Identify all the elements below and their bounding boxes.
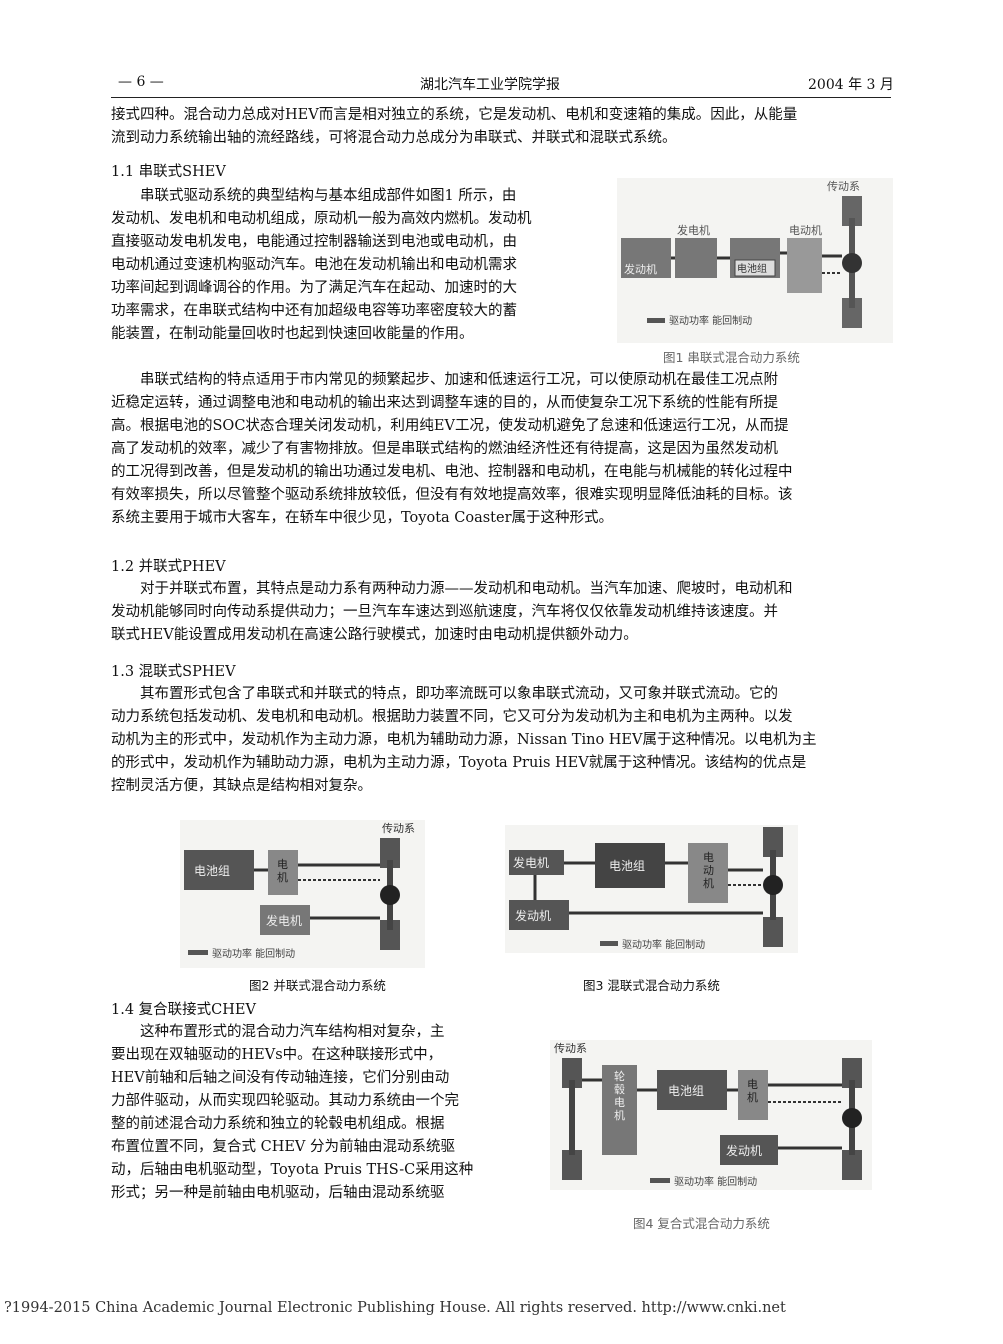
figure-3-legend: 驱动功率 能回制动: [600, 935, 780, 953]
legend-text: 驱动功率 能回制动: [674, 1175, 757, 1188]
label-drivetrain: 传动系: [827, 180, 860, 193]
generator-block: [260, 905, 310, 935]
section-1-2-paragraph: 对于并联式布置，其特点是动力系有两种动力源——发动机和电动机。当汽车加速、爬坡时…: [111, 578, 891, 647]
text-line: 发动机能够同时向传动系提供动力；一旦汽车车速达到巡航速度，汽车将仅仅依靠发动机维…: [111, 604, 778, 620]
copyright-footer: ?1994-2015 China Academic Journal Electr…: [4, 1300, 786, 1316]
section-1-3-paragraph: 其布置形式包含了串联式和并联式的特点，即功率流既可以象串联式流动，又可象并联式流…: [111, 683, 891, 798]
label-drivetrain: 传动系: [382, 822, 415, 835]
text-line: 联式HEV能设置成用发动机在高速公路行驶模式，加速时由电动机提供额外动力。: [111, 627, 638, 643]
text-line: 动，后轴由电机驱动型，Toyota Pruis THS-C采用这种: [111, 1162, 474, 1178]
text-line: HEV前轴和后轴之间没有传动轴连接，它们分别由动: [111, 1070, 450, 1086]
text-line: 系统主要用于城市大客车，在轿车中很少见，Toyota Coaster属于这种形式…: [111, 510, 614, 526]
text-line: 串联式驱动系统的典型结构与基本组成部件如图1 所示，由: [140, 188, 517, 204]
section-1-4-title: 1.4 复合联接式CHEV: [111, 1002, 256, 1018]
figure-2-caption: 图2 并联式混合动力系统: [249, 978, 386, 993]
text-line: 发动机、发电机和电动机组成，原动机一般为高效内燃机。发动机: [111, 211, 532, 227]
hub-motor-block: [602, 1065, 637, 1155]
label-battery: 电池组: [609, 859, 645, 873]
text-line: 高。根据电池的SOC状态合理关闭发动机，利用纯EV工况，使发动机避免了怠速和低速…: [111, 418, 789, 434]
text-line: 功率需求，在串联式结构中还有加超级电容等功率密度较大的蓄: [111, 303, 517, 319]
journal-title: 湖北汽车工业学院学报: [420, 77, 560, 93]
intro-line: 流到动力系统输出轴的流经路线，可将混合动力总成分为串联式、并联式和混联式系统。: [111, 130, 677, 146]
section-1-2-title: 1.2 并联式PHEV: [111, 559, 226, 575]
text-line: 动机为主的形式中，发动机作为主动力源，电机为辅助动力源，Nissan Tino …: [111, 732, 817, 748]
section-1-1-paragraph-2: 串联式结构的特点适用于市内常见的频繁起步、加速和低速运行工况，可以使原动机在最佳…: [111, 369, 891, 530]
label-motor: 电动机: [789, 223, 822, 237]
generator-block: [509, 850, 564, 875]
motor-block: [738, 1070, 768, 1120]
label-hub-motor: 轮毂电机: [614, 1069, 625, 1122]
text-line: 力部件驱动，从而实现四轮驱动。其动力系统由一个完: [111, 1093, 459, 1109]
header-rule: [111, 97, 891, 98]
text-line: 有效率损失，所以尽管整个驱动系统排放较低，但没有有效地提高效率，很难实现明显降低…: [111, 487, 793, 503]
legend-text: 驱动功率 能回制动: [212, 947, 295, 960]
text-line: 形式；另一种是前轴由电机驱动，后轴由混动系统驱: [111, 1185, 445, 1201]
figure-3-diagram: 发电机 电池组 电动机 发动机: [505, 825, 798, 953]
wheel-top: [842, 196, 862, 226]
label-motor: 电动机: [703, 851, 714, 890]
legend-text: 驱动功率 能回制动: [622, 938, 705, 951]
text-line: 串联式结构的特点适用于市内常见的频繁起步、加速和低速运行工况，可以使原动机在最佳…: [140, 372, 778, 388]
figure-1-diagram: 传动系 发动机 发电机 电池组 电动机 驱动功率 能回制动: [617, 178, 893, 343]
motor-block: [688, 843, 728, 903]
label-battery: 电池组: [737, 262, 767, 275]
engine-block: [621, 238, 671, 278]
text-line: 这种布置形式的混合动力汽车结构相对复杂，主: [140, 1024, 445, 1040]
label-engine: 发动机: [726, 1143, 762, 1158]
label-drivetrain: 传动系: [554, 1042, 587, 1055]
text-line: 要出现在双轴驱动的HEVs中。在这种联接形式中，: [111, 1047, 443, 1063]
section-1-1-paragraph: 串联式驱动系统的典型结构与基本组成部件如图1 所示，由 发动机、发电机和电动机组…: [111, 185, 601, 346]
text-line: 的形式中，发动机作为辅助动力源，电机为主动力源，Toyota Pruis HEV…: [111, 755, 807, 771]
text-line: 布置位置不同，复合式 CHEV 分为前轴由混动系统驱: [111, 1139, 456, 1155]
engine-block: [509, 900, 569, 930]
text-line: 直接驱动发电机发电，电能通过控制器输送到电池或电动机，由: [111, 234, 517, 250]
engine-block: [720, 1135, 778, 1165]
figure-4-caption: 图4 复合式混合动力系统: [633, 1216, 770, 1231]
figure-3-caption: 图3 混联式混合动力系统: [583, 978, 720, 993]
intro-paragraph: 接式四种。混合动力总成对HEV而言是相对独立的系统，它是发动机、电机和变速箱的集…: [111, 104, 891, 150]
differential: [842, 253, 862, 273]
text-line: 电动机通过变速机构驱动汽车。电池在发动机输出和电动机需求: [111, 257, 517, 273]
label-engine: 发动机: [624, 262, 657, 276]
legend-text: 驱动功率 能回制动: [669, 314, 752, 327]
figure-2-diagram: 传动系 电池组 电机 发电机 驱动功率 能回制动: [180, 820, 425, 968]
label-generator: 发电机: [513, 855, 549, 870]
section-1-4-paragraph: 这种布置形式的混合动力汽车结构相对复杂，主 要出现在双轴驱动的HEVs中。在这种…: [111, 1021, 501, 1205]
motor-block: [787, 238, 822, 293]
figure-4-diagram: 传动系 轮毂电机 电池组 电机 发动机 驱动功率 能回制动: [550, 1040, 872, 1190]
page-number: — 6 —: [118, 74, 164, 90]
text-line: 功率间起到调峰调谷的作用。为了满足汽车在起动、加速时的大: [111, 280, 517, 296]
label-engine: 发动机: [515, 908, 551, 923]
battery-block: [595, 843, 665, 888]
wheel-bottom: [842, 298, 862, 328]
text-line: 对于并联式布置，其特点是动力系有两种动力源——发动机和电动机。当汽车加速、爬坡时…: [140, 581, 793, 597]
generator-block: [675, 238, 717, 278]
label-generator: 发电机: [677, 223, 710, 237]
label-motor: 电机: [277, 858, 288, 884]
label-motor: 电机: [747, 1078, 758, 1104]
section-1-1-title: 1.1 串联式SHEV: [111, 164, 226, 180]
battery-block: [184, 850, 254, 890]
text-line: 的工况得到改善，但是发动机的输出功通过发电机、电池、控制器和电动机，在电能与机械…: [111, 464, 793, 480]
text-line: 近稳定运转，通过调整电池和电动机的输出来达到调整车速的目的，从而使复杂工况下系统…: [111, 395, 778, 411]
label-battery: 电池组: [194, 864, 230, 878]
intro-line: 接式四种。混合动力总成对HEV而言是相对独立的系统，它是发动机、电机和变速箱的集…: [111, 107, 798, 123]
label-battery: 电池组: [668, 1084, 704, 1098]
text-line: 整的前述混合动力系统和独立的轮毂电机组成。根据: [111, 1116, 445, 1132]
text-line: 其布置形式包含了串联式和并联式的特点，即功率流既可以象串联式流动，又可象并联式流…: [140, 686, 778, 702]
section-1-3-title: 1.3 混联式SPHEV: [111, 664, 236, 680]
battery-block: [657, 1070, 727, 1110]
text-line: 控制灵活方便，其缺点是结构相对复杂。: [111, 778, 372, 794]
text-line: 高了发动机的效率，减少了有害物排放。但是串联式结构的燃油经济性还有待提高，这是因…: [111, 441, 778, 457]
text-line: 动力系统包括发动机、发电机和电动机。根据助力装置不同，它又可分为发动机为主和电机…: [111, 709, 793, 725]
text-line: 能装置，在制动能量回收时也起到快速回收能量的作用。: [111, 326, 474, 342]
motor-block: [268, 850, 298, 895]
label-generator: 发电机: [266, 913, 302, 928]
figure-1-caption: 图1 串联式混合动力系统: [663, 350, 800, 365]
issue-date: 2004 年 3 月: [808, 77, 894, 93]
